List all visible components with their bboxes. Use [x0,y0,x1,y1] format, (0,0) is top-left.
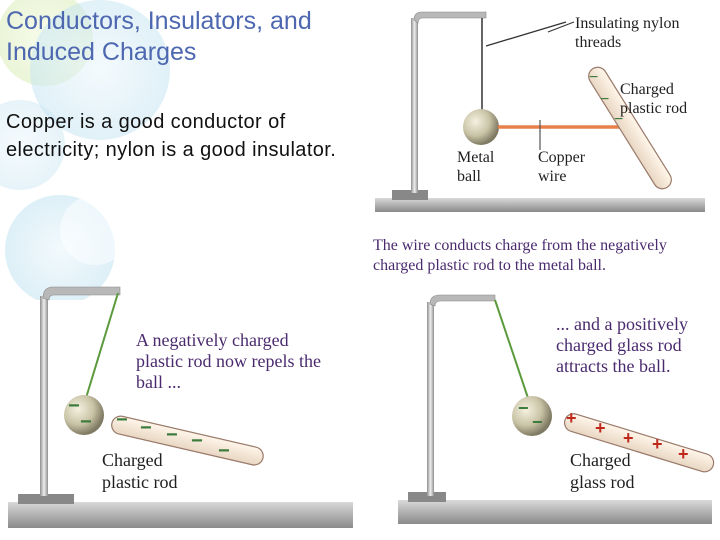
label-metal-ball: Metal ball [457,149,495,185]
svg-text:−: − [68,395,80,417]
caption-top: The wire conducts charge from the negati… [373,237,667,274]
stand-pole [411,18,418,193]
svg-text:−: − [614,111,623,128]
svg-text:+: + [623,428,634,448]
svg-text:−: − [166,424,178,446]
stand-base-right [398,500,712,524]
svg-text:−: − [532,412,543,432]
svg-text:−: − [80,411,92,433]
label-charged-plastic-rod-top: Charged plastic rod [620,81,688,117]
label-copper-wire: Copper wire [538,149,586,185]
plastic-rod-left [111,415,264,466]
glass-rod-right [563,413,715,473]
bubble-decoration [0,0,170,300]
thread-left [85,292,119,399]
svg-text:−: − [518,398,529,418]
label-charged-glass-rod: Charged glass rod [570,450,635,492]
label-insulating-threads: Insulating nylon threads [575,15,680,51]
metal-ball [463,109,499,145]
svg-text:+: + [595,418,606,438]
slide-title: Conductors, Insulators, and Induced Char… [6,7,312,66]
caption-left: A negatively charged plastic rod now rep… [136,330,321,392]
svg-text:−: − [191,430,203,452]
svg-text:−: − [116,409,128,431]
stand-base [375,198,705,212]
svg-text:−: − [140,417,152,439]
label-charged-plastic-rod-left: Charged plastic rod [102,450,178,492]
caption-right: ... and a positively charged glass rod a… [556,314,688,376]
svg-text:−: − [600,91,609,108]
svg-text:−: − [589,69,598,86]
svg-text:+: + [566,408,577,428]
svg-text:+: + [678,444,689,464]
slide-subtitle: Copper is a good conductor of electricit… [6,111,337,161]
plastic-rod-top [588,66,672,190]
ball-left [64,395,104,435]
stand-pole-right [427,302,434,496]
stand-pole-left [40,296,48,496]
ball-right [512,396,552,436]
thread-right [494,299,529,399]
svg-text:+: + [652,434,663,454]
svg-text:−: − [218,440,230,462]
thread-rod [485,21,567,47]
stand-base-left [8,502,353,528]
